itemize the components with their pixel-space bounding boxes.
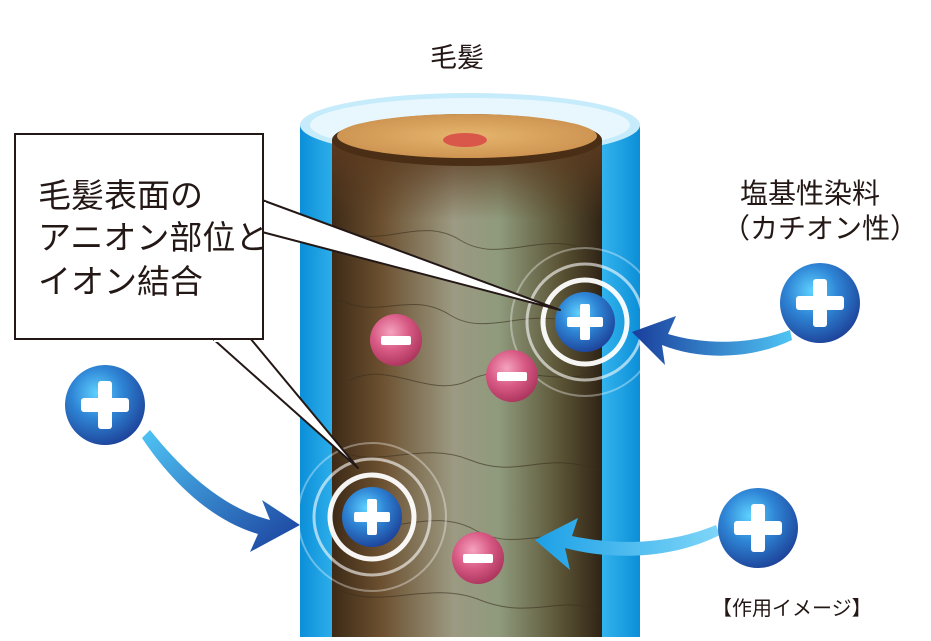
binding-rings-lower	[297, 442, 447, 592]
binding-rings-upper	[510, 247, 660, 397]
callout-box	[14, 133, 264, 340]
hair-shaft	[332, 114, 602, 641]
dye-type-label: （カチオン性）	[722, 212, 919, 245]
footnote-label: 【作用イメージ】	[712, 596, 872, 620]
anion-2	[486, 350, 538, 402]
anion-1	[370, 314, 422, 366]
callout-line-1: 毛髪表面の	[38, 176, 203, 215]
cation-free-right-lower	[718, 488, 798, 568]
callout-line-2: アニオン部位と	[38, 218, 269, 257]
arrow-right-lower	[535, 518, 720, 570]
cation-bound-lower	[342, 487, 402, 547]
dye-name-label: 塩基性染料	[740, 177, 881, 210]
anion-3	[452, 532, 504, 584]
callout-line-3: イオン結合	[38, 262, 203, 301]
cation-free-right-upper	[780, 263, 860, 343]
arrow-left	[142, 430, 300, 552]
hair-label: 毛髪	[430, 43, 484, 74]
cation-free-left	[65, 365, 145, 445]
cation-bound-upper	[555, 292, 615, 352]
arrow-right-upper	[632, 316, 792, 365]
